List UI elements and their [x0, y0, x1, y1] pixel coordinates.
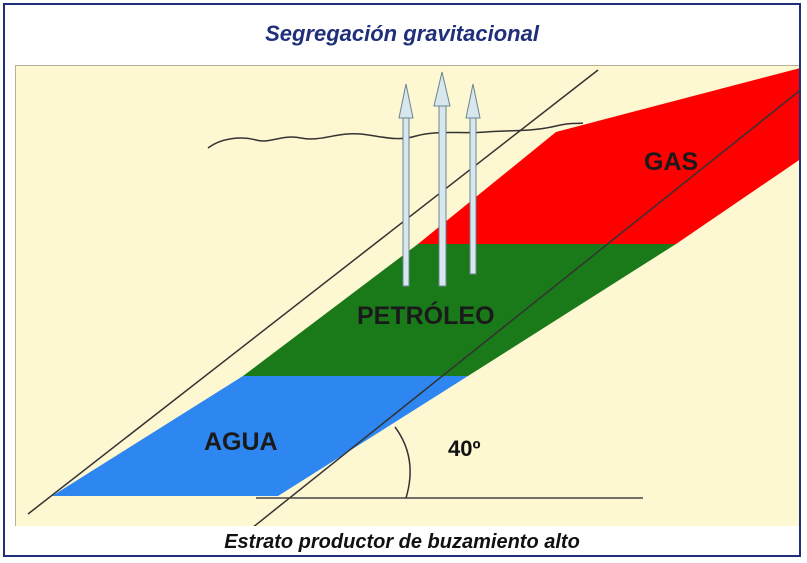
gas-label: GAS — [644, 148, 698, 176]
petroleo-label: PETRÓLEO — [357, 300, 495, 330]
dip-angle-arc — [394, 426, 411, 499]
stratum-bottom-boundary — [253, 90, 799, 526]
agua-label: AGUA — [204, 428, 278, 456]
figure-frame: Segregación gravitacional — [3, 3, 801, 557]
angle-label: 40º — [448, 436, 481, 461]
surface-line — [207, 122, 584, 149]
well-arrow — [433, 71, 451, 287]
figure-title: Segregación gravitacional — [265, 21, 539, 46]
reservoir-diagram: GAS PETRÓLEO AGUA 40º — [27, 68, 799, 526]
petroleo-zone — [243, 244, 676, 376]
agua-zone — [52, 376, 468, 496]
diagram-panel: GAS PETRÓLEO AGUA 40º — [15, 65, 799, 526]
stratum-top-boundary — [27, 69, 599, 515]
well-arrow — [465, 83, 481, 275]
gas-zone — [418, 68, 799, 244]
figure-caption: Estrato productor de buzamiento alto — [224, 531, 580, 553]
well-arrow — [398, 83, 414, 287]
